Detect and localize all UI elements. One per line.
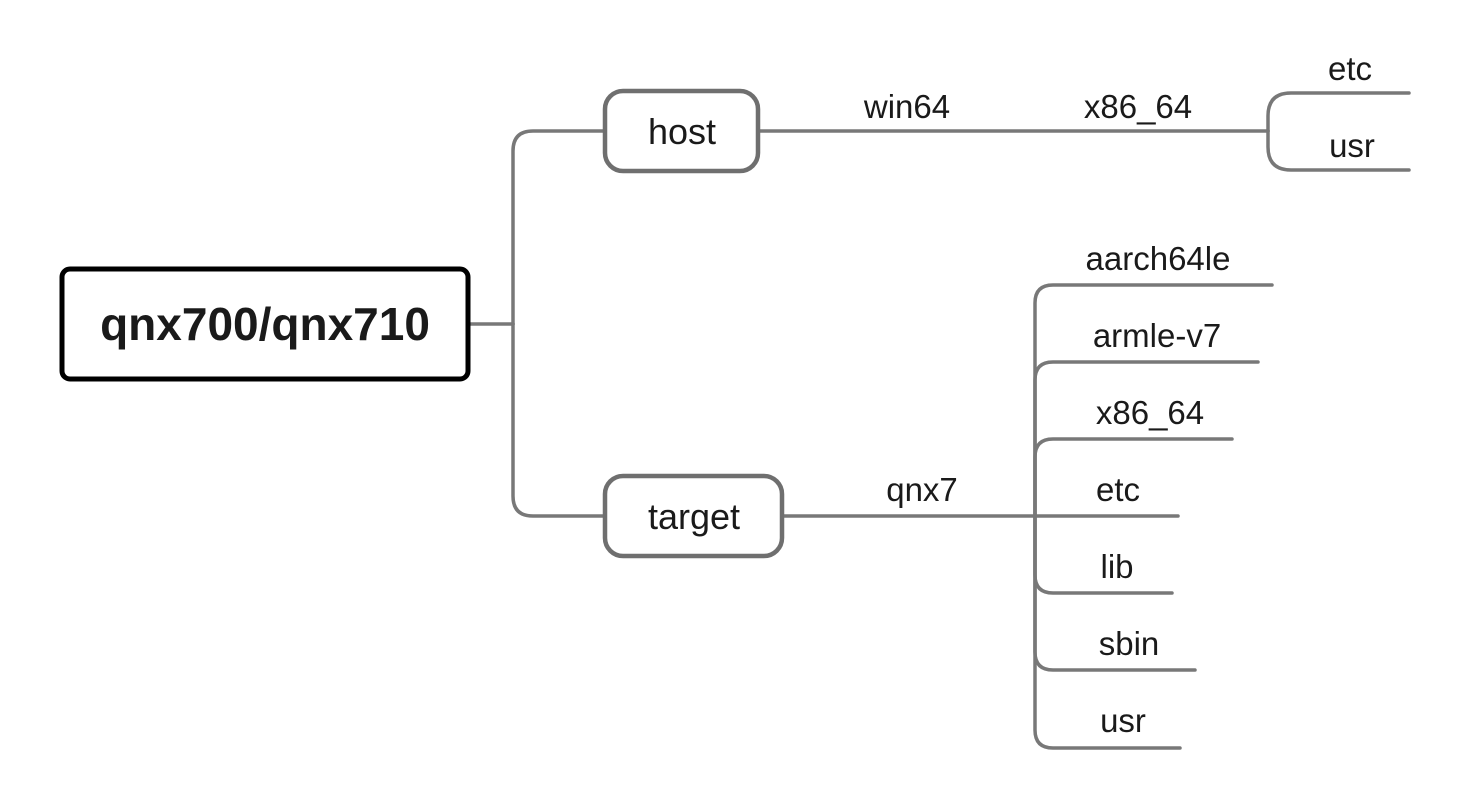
node-armle-v7-label: armle-v7 [1093, 317, 1221, 354]
root-node: qnx700/qnx710 [59, 266, 471, 382]
node-qnx7-label: qnx7 [886, 471, 958, 508]
target-node: target [602, 473, 785, 559]
link-x86_64-usr [1266, 129, 1411, 172]
node-target-etc-label: etc [1096, 471, 1140, 508]
root-node-label: qnx700/qnx710 [100, 298, 430, 350]
link-x86_64-etc [1266, 91, 1411, 133]
node-host-usr-label: usr [1329, 127, 1375, 164]
link-root-host [511, 129, 607, 326]
link-root-target [511, 322, 607, 518]
links [466, 91, 1411, 750]
root-node-box [59, 266, 471, 382]
host-node: host [602, 88, 761, 174]
node-aarch64le-label: aarch64le [1086, 240, 1231, 277]
target-node-box [602, 473, 785, 559]
node-lib-label: lib [1100, 548, 1133, 585]
host-node-label: host [648, 111, 716, 152]
link-qnx7-armle-v7 [1033, 360, 1260, 518]
node-target-usr-label: usr [1100, 702, 1146, 739]
host-node-box [602, 88, 761, 174]
link-qnx7-aarch64le [1033, 283, 1274, 518]
link-qnx7-usr [1033, 514, 1182, 750]
link-qnx7-x86_64 [1033, 437, 1234, 518]
node-host-x86_64-label: x86_64 [1084, 88, 1192, 125]
node-host-etc-label: etc [1328, 50, 1372, 87]
node-target-x86_64-label: x86_64 [1096, 394, 1204, 431]
node-win64-label: win64 [863, 88, 950, 125]
node-sbin-label: sbin [1099, 625, 1160, 662]
target-node-label: target [648, 496, 740, 537]
